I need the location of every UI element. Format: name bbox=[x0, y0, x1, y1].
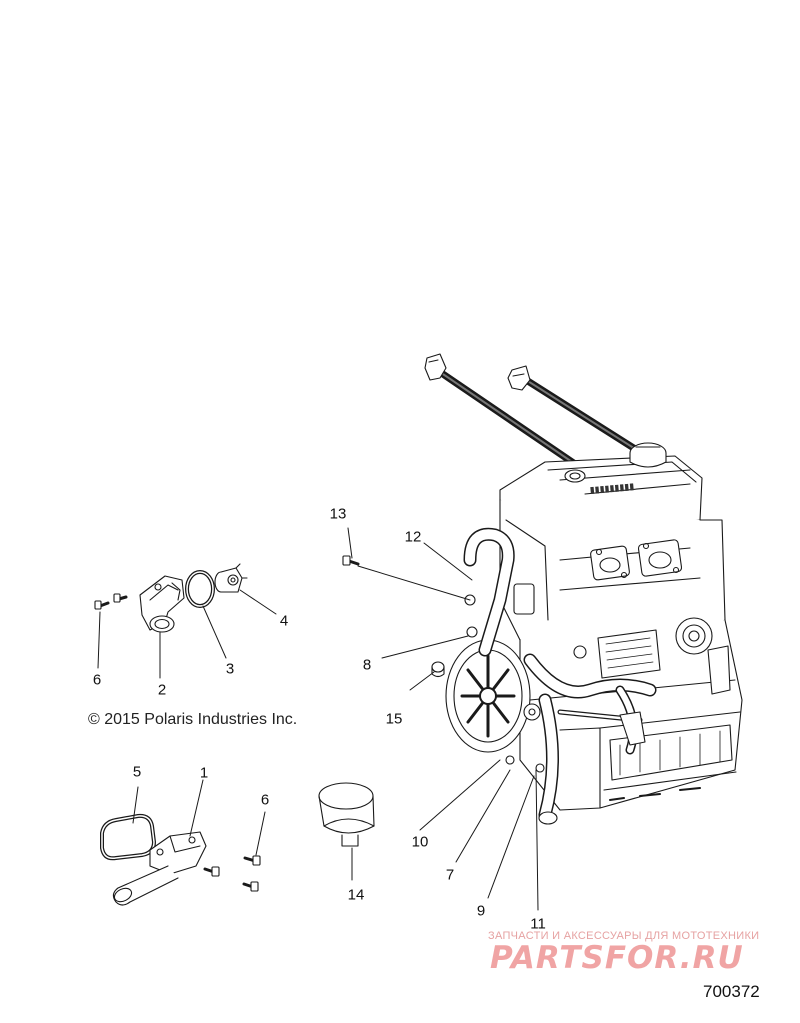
callout-6-top: 6 bbox=[92, 671, 102, 689]
callout-11: 11 bbox=[530, 915, 546, 933]
callout-8: 8 bbox=[362, 656, 372, 674]
water-outlet-1-icon bbox=[112, 831, 207, 906]
callout-14: 14 bbox=[347, 886, 365, 904]
breather-hoses bbox=[424, 353, 644, 470]
thermostat-4-icon bbox=[214, 563, 248, 593]
figure-number: 700372 bbox=[703, 982, 760, 1001]
leader-lines bbox=[97, 527, 539, 911]
callout-7: 7 bbox=[445, 866, 455, 884]
callout-9: 9 bbox=[476, 902, 486, 920]
callout-1: 1 bbox=[199, 764, 209, 782]
callout-6-bottom: 6 bbox=[260, 791, 270, 809]
clamp-14-icon bbox=[318, 782, 375, 847]
callout-2: 2 bbox=[157, 681, 167, 699]
callout-13: 13 bbox=[329, 505, 347, 523]
callout-10: 10 bbox=[411, 833, 429, 851]
engine-assembly: ▮▮▮▮▮▮▮▮▮ bbox=[445, 442, 743, 825]
bolts-6-top-icon bbox=[94, 593, 128, 610]
callout-15: 15 bbox=[385, 710, 403, 728]
bolt-13-icon bbox=[342, 555, 360, 566]
callout-3: 3 bbox=[225, 660, 235, 678]
o-ring-3-icon bbox=[185, 570, 215, 608]
copyright-text: © 2015 Polaris Industries Inc. bbox=[88, 711, 298, 728]
callout-5: 5 bbox=[132, 763, 142, 781]
callout-4: 4 bbox=[279, 612, 289, 630]
svg-text:▮▮▮▮▮▮▮▮▮: ▮▮▮▮▮▮▮▮▮ bbox=[589, 482, 634, 496]
callout-12: 12 bbox=[404, 528, 422, 546]
thermostat-housing-2-icon bbox=[139, 575, 185, 633]
watermark-logo: PARTSFOR.RU bbox=[490, 940, 744, 976]
plug-15-icon bbox=[431, 661, 445, 678]
gasket-5-icon bbox=[100, 813, 156, 861]
watermark-tagline: ЗАПЧАСТИ И АКСЕССУАРЫ ДЛЯ МОТОТЕХНИКИ bbox=[488, 930, 760, 942]
bolts-6-bottom-icon bbox=[203, 855, 261, 892]
